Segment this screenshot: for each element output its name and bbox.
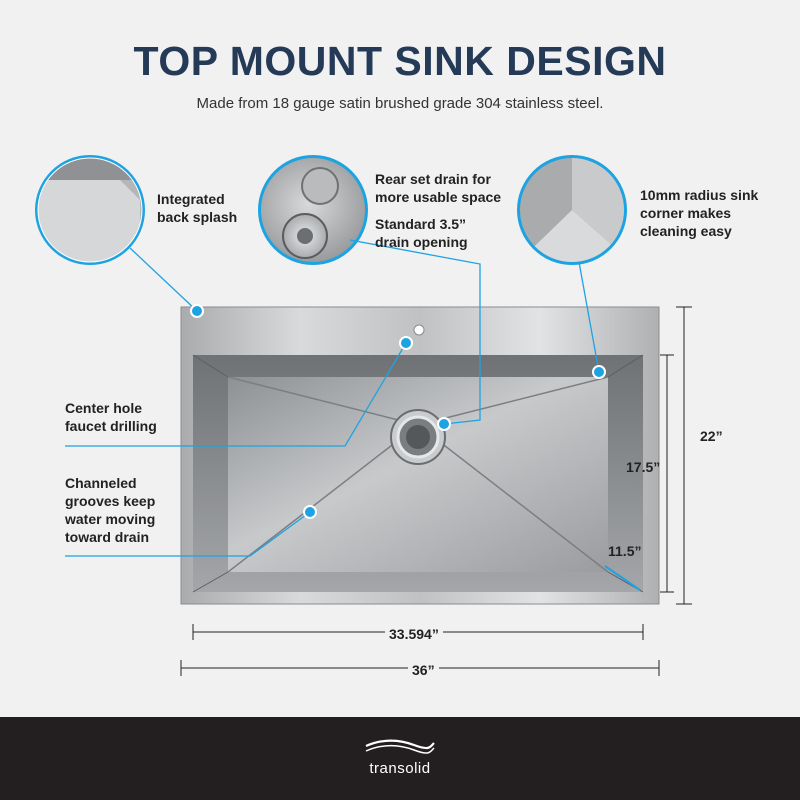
page-title: TOP MOUNT SINK DESIGN — [133, 38, 667, 84]
dim-width-inner: 33.594” — [385, 626, 443, 642]
dim-height-outer: 22” — [700, 428, 723, 444]
callout-line: grooves keep — [65, 493, 156, 509]
callout-back-splash: Integrated back splash — [157, 190, 237, 226]
callout-line: back splash — [157, 209, 238, 225]
marker-dot — [592, 365, 606, 379]
brand-logo-icon — [365, 739, 435, 754]
callout-drain-opening: Standard 3.5” drain opening — [375, 215, 468, 251]
dim-depth: 11.5” — [608, 543, 642, 559]
callout-faucet: Center hole faucet drilling — [65, 399, 157, 435]
groove-line — [417, 376, 609, 426]
callout-line: cleaning easy — [640, 223, 732, 239]
back-splash-detail — [35, 155, 145, 265]
callout-line: faucet drilling — [65, 418, 157, 434]
callout-line: Rear set drain for — [375, 171, 491, 187]
groove-line — [227, 424, 419, 573]
callout-corner: 10mm radius sink corner makes cleaning e… — [640, 186, 758, 240]
callout-drain-rear: Rear set drain for more usable space — [375, 170, 501, 206]
callout-line: more usable space — [375, 189, 502, 205]
faucet-hole — [413, 324, 425, 336]
marker-dot — [303, 505, 317, 519]
marker-dot — [399, 336, 413, 350]
drain — [390, 409, 446, 465]
page-subtitle: Made from 18 gauge satin brushed grade 3… — [196, 95, 604, 112]
callout-line: toward drain — [65, 529, 150, 545]
callout-line: Integrated — [157, 191, 225, 207]
callout-line: 10mm radius sink — [640, 187, 759, 203]
callout-line: drain opening — [375, 234, 468, 250]
callout-line: Standard 3.5” — [375, 216, 467, 232]
marker-dot — [437, 417, 451, 431]
callout-line: Channeled — [65, 475, 137, 491]
dim-height-inner: 17.5” — [626, 459, 661, 475]
callout-line: corner makes — [640, 205, 732, 221]
sink-bowl — [192, 354, 644, 593]
callout-grooves: Channeled grooves keep water moving towa… — [65, 474, 155, 546]
callout-dots — [190, 304, 606, 519]
groove-line — [417, 424, 609, 573]
callout-lines — [65, 239, 600, 557]
callout-line: Center hole — [65, 400, 143, 416]
callout-line: water moving — [65, 511, 156, 527]
groove-line — [227, 376, 419, 426]
drain-detail — [258, 155, 368, 265]
brand-name: transolid — [369, 760, 431, 777]
corner-detail — [517, 155, 627, 265]
sink-diagram — [35, 155, 692, 676]
marker-dot — [190, 304, 204, 318]
dim-width-outer: 36” — [408, 662, 439, 678]
footer-bar: transolid — [0, 717, 800, 800]
